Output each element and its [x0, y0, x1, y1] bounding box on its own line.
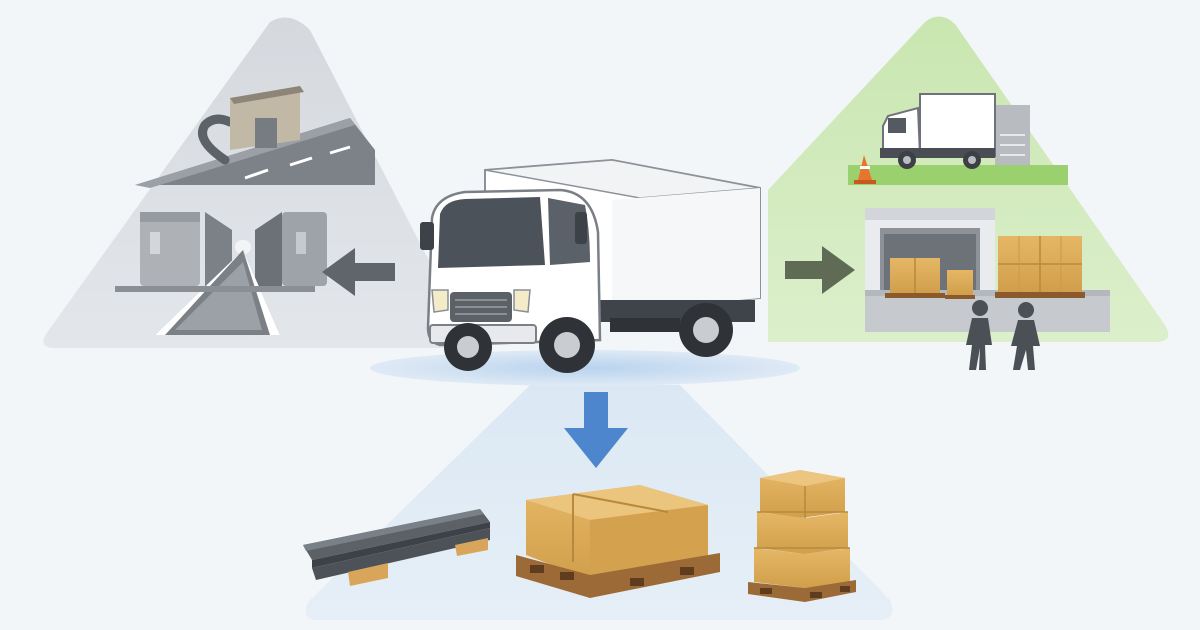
- box-truck-at-dock-icon: [880, 93, 1030, 169]
- left-panel-access-constraints: [43, 17, 472, 348]
- bottom-panel-cargo-types: [303, 385, 893, 620]
- arrow-left-icon: [322, 248, 395, 296]
- stacked-boxes-icon: [885, 236, 1085, 299]
- narrow-gate-icon: [115, 212, 327, 335]
- palletized-crate-icon: [516, 485, 720, 598]
- arrow-right-icon: [785, 246, 855, 294]
- worker-icon: [966, 300, 992, 370]
- stacked-cartons-icon: [748, 470, 856, 602]
- worker-icon: [1011, 302, 1040, 370]
- steel-i-beam-icon: [303, 509, 490, 586]
- grass-strip: [848, 165, 1068, 185]
- arrow-down-icon: [564, 392, 628, 468]
- traffic-cone-icon: [854, 155, 876, 184]
- right-panel-delivery-site: [768, 16, 1169, 370]
- loading-dock-icon: [230, 86, 304, 150]
- center-box-truck-icon: [370, 158, 800, 386]
